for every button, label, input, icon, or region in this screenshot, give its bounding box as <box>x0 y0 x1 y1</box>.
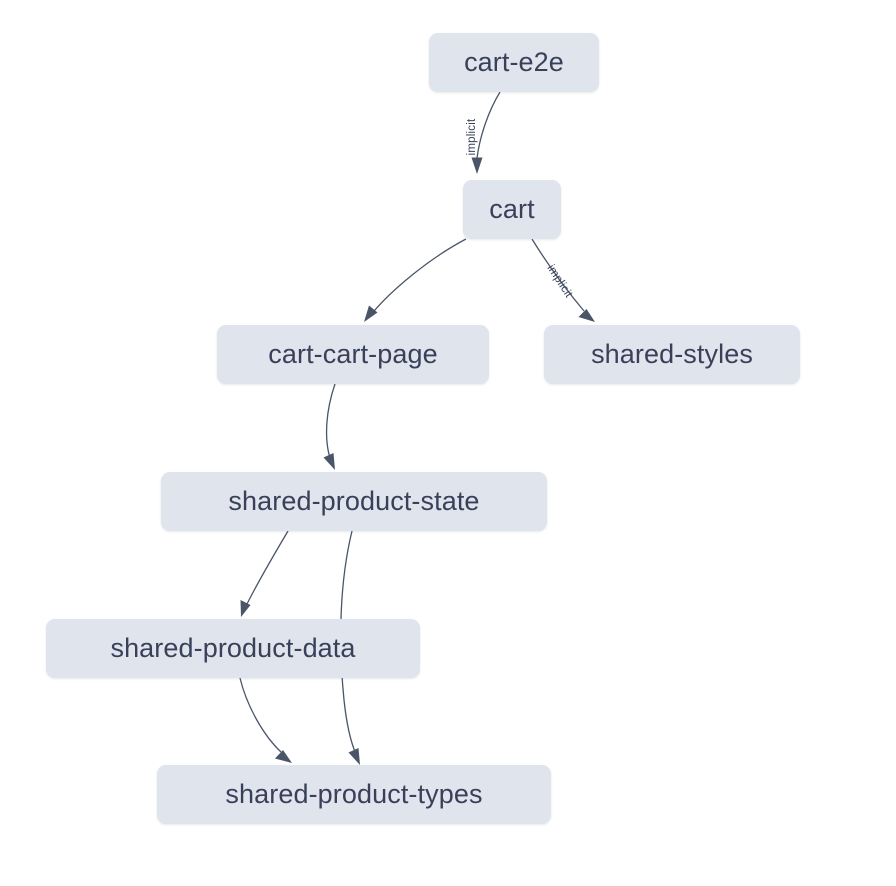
edge-arrowhead <box>240 600 251 617</box>
node-cart-e2e[interactable]: cart-e2e <box>429 33 599 92</box>
node-shared-product-data[interactable]: shared-product-data <box>46 619 420 678</box>
node-label: cart-cart-page <box>268 339 438 369</box>
edge-path <box>325 383 336 459</box>
edge-path <box>476 91 501 159</box>
node-cart[interactable]: cart <box>463 180 561 239</box>
node-label: shared-styles <box>591 339 753 369</box>
edge-cart-e2e-to-cart: implicit <box>466 91 501 174</box>
edge-arrowhead <box>323 453 335 470</box>
edge-cart-to-cart-cart-page <box>364 238 467 322</box>
node-label: shared-product-types <box>225 779 483 809</box>
edge-shared-product-state-to-shared-product-data <box>240 530 289 617</box>
node-label: cart <box>489 194 535 224</box>
edge-label-implicit: implicit <box>544 263 574 301</box>
node-label: cart-e2e <box>464 47 564 77</box>
node-cart-cart-page[interactable]: cart-cart-page <box>217 325 489 384</box>
edge-path <box>246 530 289 605</box>
node-shared-product-types[interactable]: shared-product-types <box>157 765 551 824</box>
edge-cart-to-shared-styles: implicit <box>531 238 595 322</box>
node-shared-product-state[interactable]: shared-product-state <box>161 472 547 531</box>
edge-arrowhead <box>275 750 292 763</box>
node-label: shared-product-data <box>110 633 356 663</box>
edge-path <box>373 238 467 312</box>
edge-cart-cart-page-to-shared-product-state <box>323 383 336 470</box>
edge-arrowhead <box>348 748 360 765</box>
edge-arrowhead <box>578 309 595 322</box>
edge-label-implicit: implicit <box>466 118 478 155</box>
edge-shared-product-data-to-shared-product-types <box>239 677 292 763</box>
edge-arrowhead <box>471 157 483 174</box>
node-shared-styles[interactable]: shared-styles <box>544 325 800 384</box>
edge-arrowhead <box>364 305 378 322</box>
node-label: shared-product-state <box>228 486 480 516</box>
edge-path <box>239 677 282 753</box>
edge-path <box>531 238 585 312</box>
